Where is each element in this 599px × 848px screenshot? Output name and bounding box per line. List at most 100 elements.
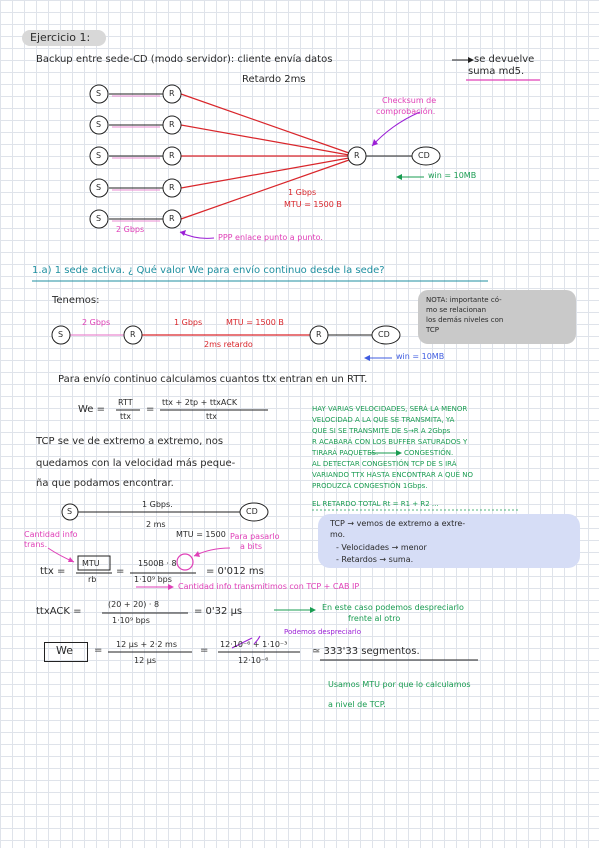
cantidad-note-1: Cantidad info <box>24 530 78 539</box>
we-result-box <box>44 642 88 662</box>
we-frac2-den: ttx <box>206 412 218 421</box>
r-node-5-label: R <box>169 214 175 223</box>
nota-box <box>418 290 576 344</box>
r-node-4-label: R <box>169 183 175 192</box>
s3-node-s: S <box>67 507 73 516</box>
checksum-note-2: comprobación. <box>376 107 436 116</box>
s2-win: win = 10MB <box>396 352 445 361</box>
green-note-2: VELOCIDAD A LA QUE SE TRANSMITA, YA <box>312 416 455 424</box>
green-note-4: R ACABARÁ CON LOS BUFFER SATURADOS Y <box>312 438 468 446</box>
ttx-ack-note-1: En este caso podemos despreciarlo <box>322 603 464 612</box>
ttx-ack-num: (20 + 20) · 8 <box>108 600 160 609</box>
s3-mtu: MTU = 1500 <box>176 530 226 539</box>
ttx-ack-lhs: ttxACK = <box>36 606 82 617</box>
we-formula-lhs: We = <box>78 404 106 415</box>
s-node-2-label: S <box>96 120 102 129</box>
pasar-bits-2: a bits <box>240 542 263 551</box>
r-central-label: R <box>354 151 360 160</box>
s2-node-cd: CD <box>378 330 390 339</box>
link-speed-1: 1 Gbps <box>288 188 317 197</box>
ttx-num: MTU <box>82 559 100 568</box>
exercise-title: Ejercicio 1: <box>30 31 91 44</box>
checksum-note-1: Checksum de <box>382 96 437 105</box>
s2-mtu: MTU = 1500 B <box>226 318 284 327</box>
question-1a: 1.a) 1 sede activa. ¿ Qué valor We para … <box>32 265 385 276</box>
s2-speed-2: 1 Gbps <box>174 318 203 327</box>
usamos-line-2: a nivel de TCP. <box>328 700 386 709</box>
r-nodes <box>162 84 367 229</box>
s-node-1-label: S <box>96 89 102 98</box>
s2-speed-1: 2 Gbps <box>82 318 111 327</box>
we-formula-eq: = <box>146 404 155 415</box>
we-result-den2: 12·10⁻⁶ <box>238 656 269 665</box>
we-frac2-num: ttx + 2tp + ttxACK <box>162 398 238 407</box>
title-highlight <box>22 30 106 46</box>
ttx-ack-den: 1·10⁹ bps <box>112 616 150 625</box>
podemos-note: Podemos despreciarlo <box>284 628 362 636</box>
ttx-lhs: ttx = <box>40 566 66 577</box>
cantidad-info-note: Cantidad info transmitimos con TCP + CAB… <box>178 582 360 591</box>
tcp-summary-box <box>318 514 580 568</box>
nota-line-4: TCP <box>426 326 439 334</box>
s3-speed: 1 Gbps. <box>142 500 173 509</box>
green-note-5b: CONGESTIÓN. <box>404 449 454 457</box>
ttx-den: rb <box>88 575 97 584</box>
green-note-3: QUE SI SE TRANSMITE DE S→R A 2Gbps <box>312 427 451 435</box>
green-retardo: EL RETARDO TOTAL Rt = R1 + R2 ... <box>312 500 439 508</box>
ppp-note: PPP enlace punto a punto. <box>218 233 323 242</box>
s-node-4-label: S <box>96 183 102 192</box>
we-result-eq: = <box>94 645 103 656</box>
s3-node-cd: CD <box>246 507 258 516</box>
intro-line-2-tail: suma md5. <box>468 66 525 77</box>
tcp-box-line-1: TCP → vemos de extremo a extre- <box>330 519 466 528</box>
we-result-num: 12 μs + 2·2 ms <box>116 640 177 649</box>
we-result-approx: ≃ 333'33 segmentos. <box>312 646 420 657</box>
we-result-den: 12 μs <box>134 656 156 665</box>
pasar-bits-1: Para pasarlo <box>230 532 280 541</box>
s-nodes <box>89 84 109 229</box>
we-frac1-num: RTT <box>118 398 133 407</box>
green-note-7: VARIANDO TTX HASTA ENCONTRAR A QUÉ NO <box>312 471 473 479</box>
ttx-den2: 1·10⁹ bps <box>134 575 172 584</box>
green-note-1: HAY VARIAS VELOCIDADES, SERÁ LA MENOR <box>312 405 468 413</box>
para-envio-text: Para envío continuo calculamos cuantos t… <box>58 374 368 385</box>
r-node-2-label: R <box>169 120 175 129</box>
ttx-num2: 1500B · 8 <box>138 559 177 568</box>
s-node-5-label: S <box>96 214 102 223</box>
we-result-lhs: We <box>56 644 73 657</box>
s3-delay: 2 ms <box>146 520 166 529</box>
r-node-1-label: R <box>169 89 175 98</box>
win-note-top: win = 10MB <box>428 171 477 180</box>
s2-node-r1: R <box>130 330 136 339</box>
tcp-text-line-2: quedamos con la velocidad más peque- <box>36 458 236 469</box>
nota-line-2: mo se relacionan <box>426 306 487 314</box>
cantidad-note-2: trans. <box>24 540 48 549</box>
r-node-3-label: R <box>169 151 175 160</box>
s2-node-s: S <box>58 330 64 339</box>
delay-label: Retardo 2ms <box>242 74 306 85</box>
link-speed-2: MTU = 1500 B <box>284 200 342 209</box>
we-frac1-den: ttx <box>120 412 132 421</box>
ttx-ack-result: = 0'32 μs <box>194 606 243 617</box>
nota-line-1: NOTA: importante có- <box>426 296 502 304</box>
intro-line-1-tail: se devuelve <box>474 54 535 65</box>
s2-node-r2: R <box>316 330 322 339</box>
intro-line-1: Backup entre sede-CD (modo servidor): cl… <box>36 54 333 65</box>
s-node-3-label: S <box>96 151 102 160</box>
we-result-eq2: = <box>200 645 209 656</box>
nota-line-3: los demás niveles con <box>426 316 504 324</box>
tenemos-label: Tenemos: <box>52 295 100 306</box>
usamos-line-1: Usamos MTU por que lo calculamos <box>328 680 471 689</box>
ttx-result: = 0'012 ms <box>206 566 264 577</box>
tcp-box-line-3: - Velocidades → menor <box>336 543 427 552</box>
tcp-box-line-4: - Retardos → suma. <box>336 555 414 564</box>
tcp-box-line-2: mo. <box>330 530 346 539</box>
tcp-text-line-3: ña que podamos encontrar. <box>36 478 174 489</box>
left-speed: 2 Gbps <box>116 225 145 234</box>
s2-delay: 2ms retardo <box>204 340 253 349</box>
ttx-ack-note-2: frente al otro <box>348 614 401 623</box>
green-note-5: TIRARÁ PAQUETES. <box>312 449 379 457</box>
green-note-8: PRODUZCA CONGESTIÓN 1Gbps. <box>312 482 428 490</box>
ttx-eq: = <box>116 566 125 577</box>
